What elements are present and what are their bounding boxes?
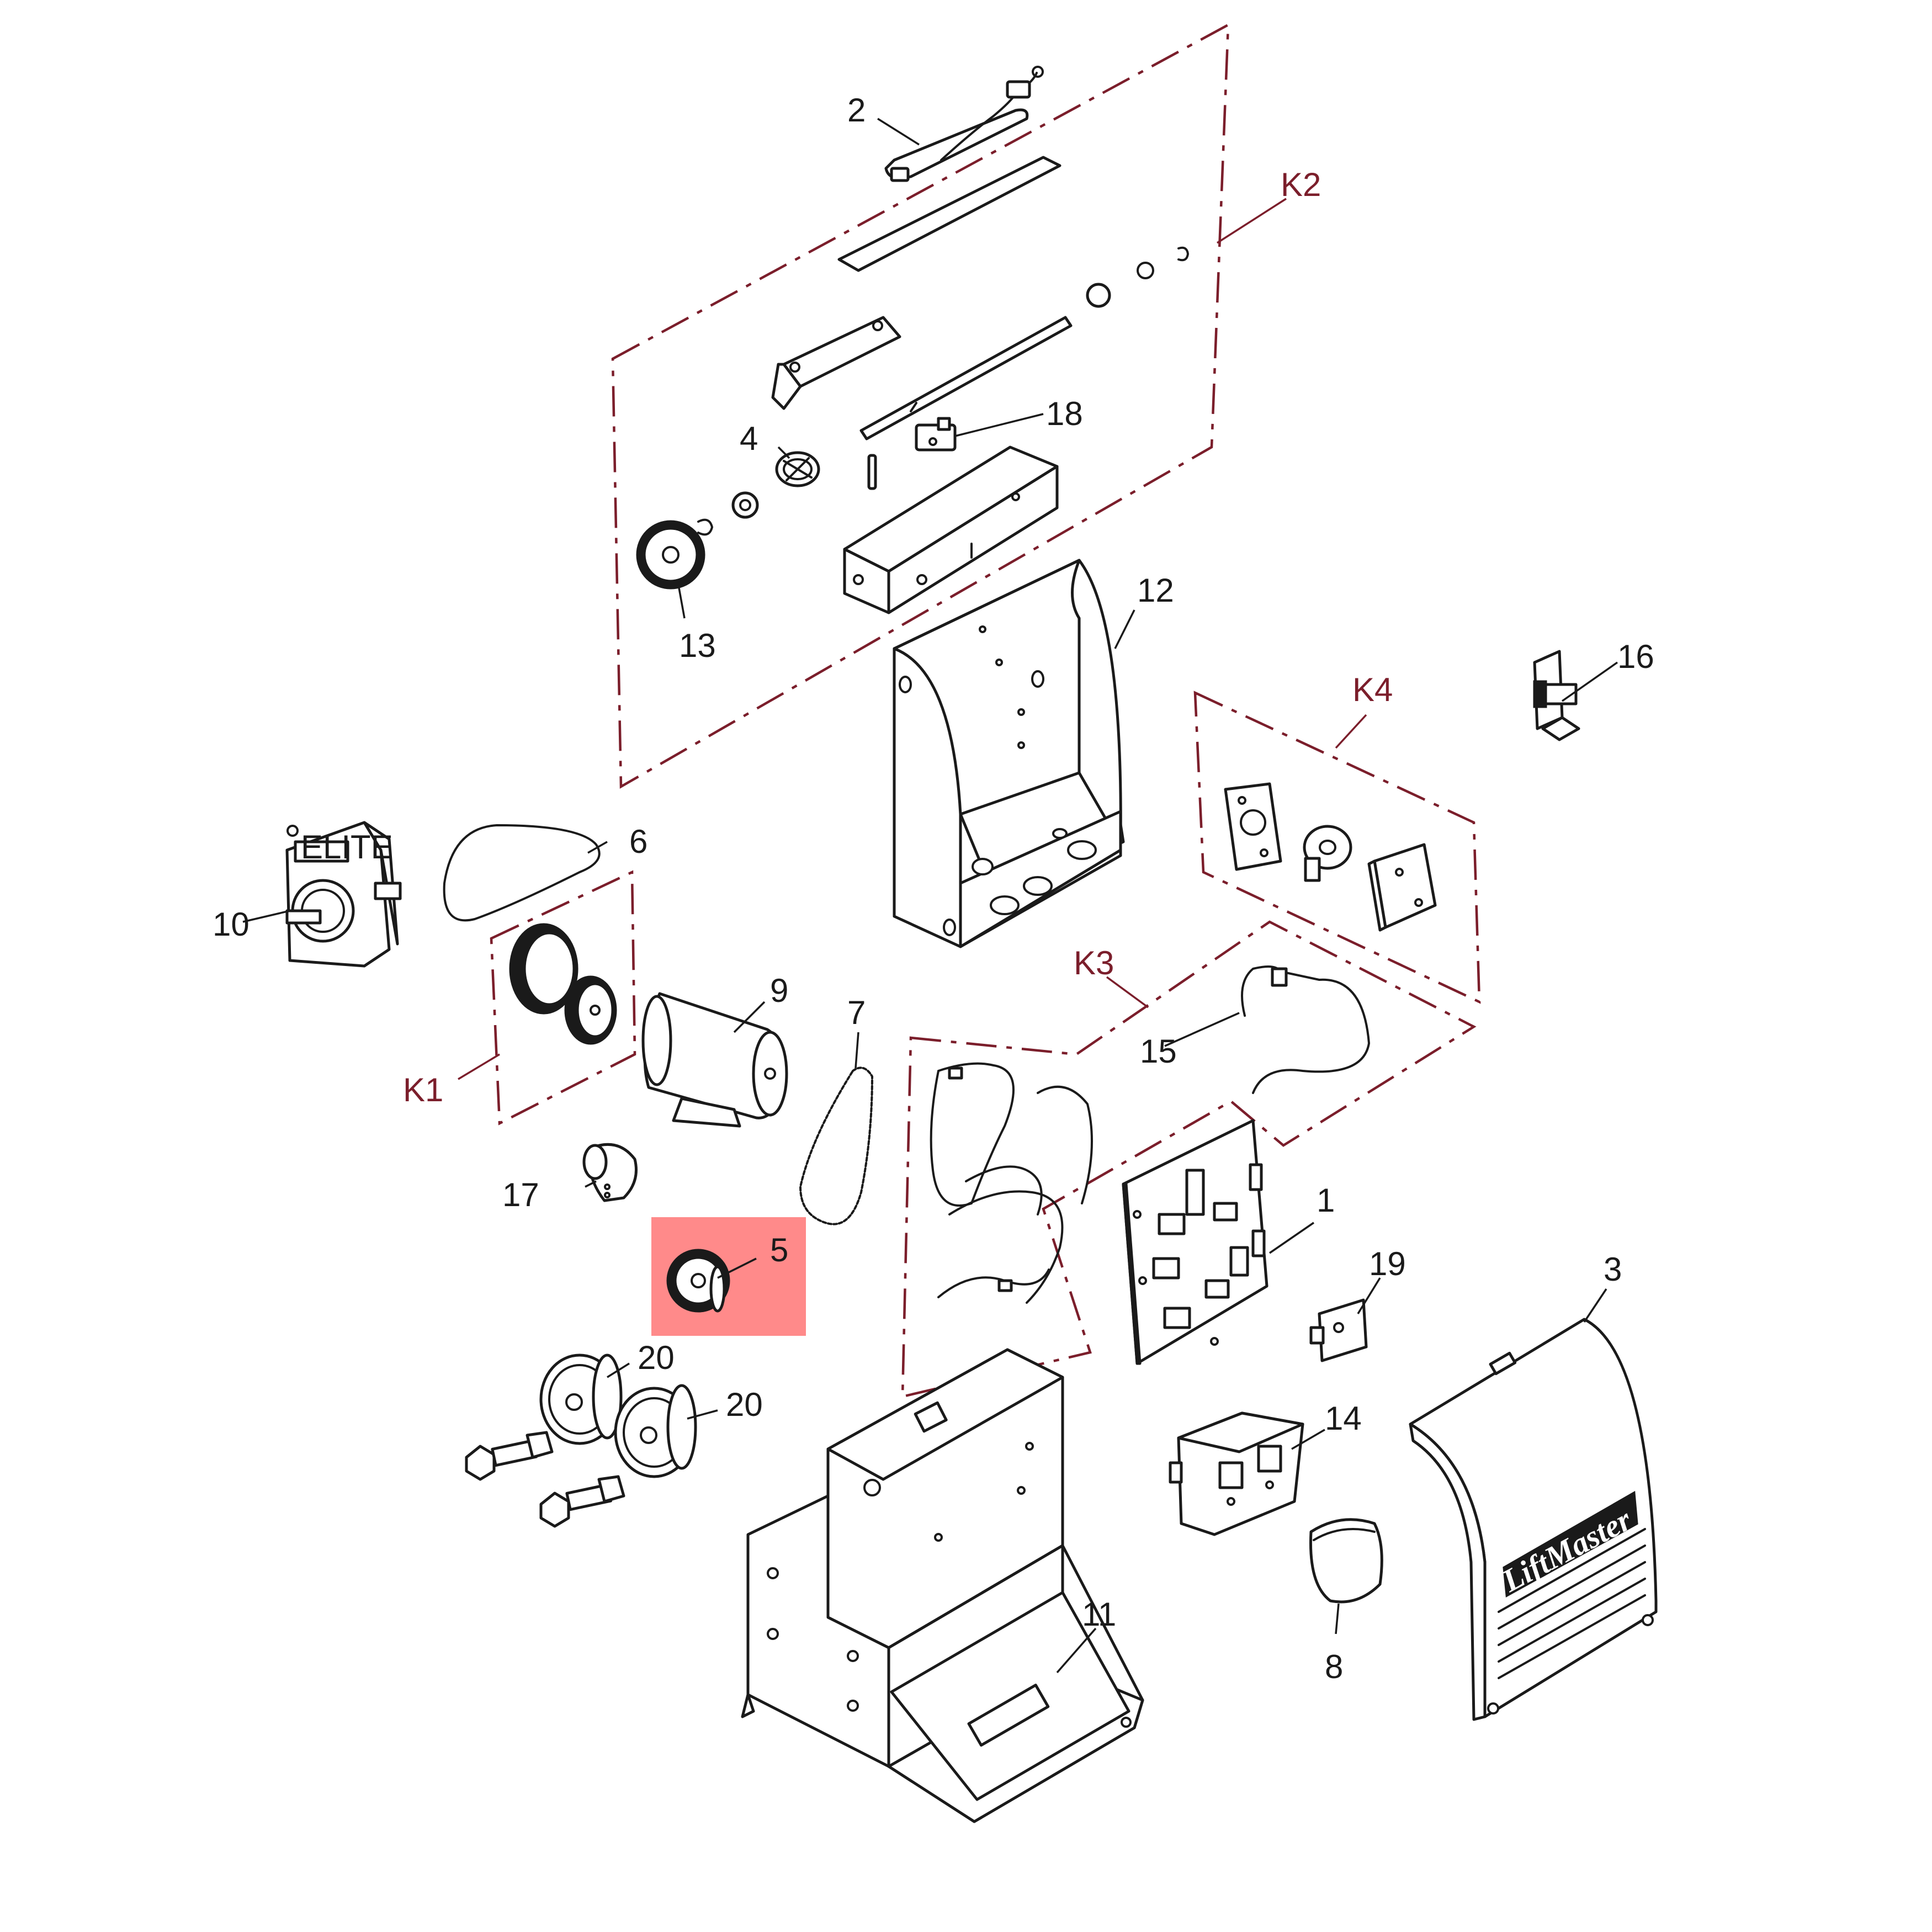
part-callouts: 2 4 18 13 12 6 10 9 7 16 15 17 5 1 19 3 …: [213, 92, 1654, 1685]
callout-10: 10: [213, 906, 250, 943]
callout-15: 15: [1140, 1033, 1177, 1070]
k3-wire-harness: [930, 1062, 1093, 1304]
kit-label-k1: K1: [403, 1071, 443, 1108]
part-18-limit-switch: [915, 417, 957, 452]
k4-coil: [1303, 825, 1352, 882]
part-9-motor: [641, 992, 788, 1128]
kit-label-k2: K2: [1281, 166, 1321, 203]
k2-plate: [837, 156, 1061, 272]
k2-switch-box: [843, 445, 1059, 614]
kit-label-k3: K3: [1074, 944, 1114, 981]
k2-bracket: [771, 316, 901, 410]
k2-pin: [867, 454, 877, 490]
k2-nut-washer: [697, 491, 759, 536]
part-6-belt: [443, 824, 601, 922]
kit-leader-lines: [458, 198, 1367, 1080]
callout-5: 5: [770, 1232, 788, 1268]
callout-4: 4: [740, 420, 758, 457]
callout-1: 1: [1317, 1182, 1335, 1219]
part-10-gearbox: ELITE: [285, 821, 402, 968]
part-12-housing: [893, 559, 1125, 948]
k1-pulleys: [509, 923, 617, 1045]
callout-9: 9: [770, 972, 788, 1009]
callout-16: 16: [1617, 638, 1654, 675]
leader-lines: [242, 118, 1618, 1674]
part-3-cover: LiftMaster: [1409, 1318, 1658, 1721]
part-1-control-board: [1122, 1119, 1268, 1365]
callout-13: 13: [679, 627, 716, 664]
k4-receiver-plate: [1224, 782, 1282, 871]
k4-module: [1367, 843, 1437, 932]
callout-11: 11: [1082, 1596, 1116, 1633]
part-11-base-frame: [741, 1348, 1144, 1823]
part-16-bracket: [1533, 650, 1580, 741]
kit-k3-outline: [901, 920, 1477, 1398]
callout-20b: 20: [726, 1386, 763, 1423]
callout-6: 6: [629, 823, 647, 860]
kit-k1-outline: [490, 870, 636, 1126]
part-15-cable: [1241, 965, 1370, 1094]
part-20-bolts: [465, 1431, 625, 1528]
kit-k2-outline: [611, 23, 1230, 789]
callout-8: 8: [1325, 1648, 1343, 1685]
part-14-outlet-box: [1169, 1411, 1304, 1536]
kit-labels: K2 K1 K4 K3: [403, 166, 1393, 1108]
callout-14: 14: [1325, 1400, 1362, 1437]
callout-12: 12: [1137, 572, 1174, 609]
part-20-roller-b: [614, 1384, 697, 1478]
part-7-chain: [799, 1066, 873, 1225]
callout-18: 18: [1046, 395, 1083, 432]
part-2-sensor-cable: [884, 66, 1044, 182]
part-20-roller-a: [539, 1354, 623, 1445]
kit-label-k4: K4: [1352, 671, 1393, 708]
k2-shaft: [859, 246, 1189, 440]
callout-2: 2: [847, 92, 866, 129]
part-17-capacitor: [582, 1143, 638, 1202]
callout-17: 17: [502, 1176, 539, 1213]
part-4-bearing: [775, 451, 820, 487]
kit-k4-outline: [1193, 691, 1481, 1004]
part-13-sprocket: [636, 520, 705, 590]
callout-7: 7: [847, 994, 866, 1031]
callout-20a: 20: [638, 1339, 675, 1376]
callout-3: 3: [1604, 1251, 1622, 1288]
part-5-sprocket: [666, 1249, 730, 1313]
part-8-transformer: [1309, 1518, 1383, 1604]
part-19-board: [1309, 1298, 1368, 1362]
gearbox-badge: ELITE: [301, 829, 393, 866]
callout-19: 19: [1369, 1245, 1406, 1282]
